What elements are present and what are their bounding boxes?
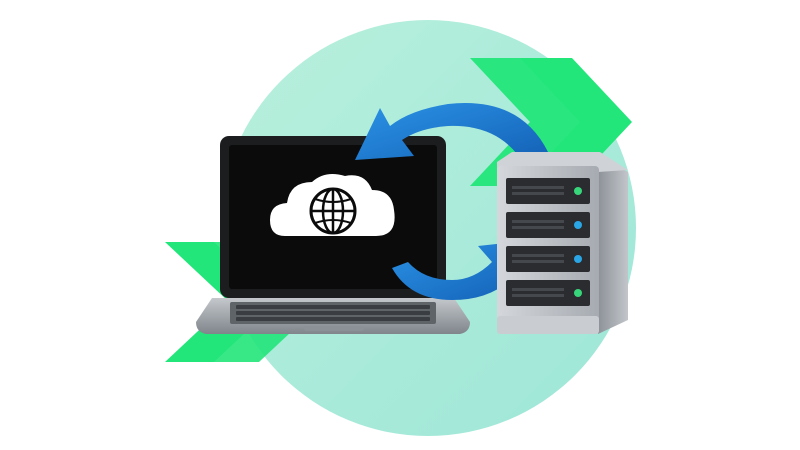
server-bay <box>506 178 590 204</box>
status-led <box>574 221 582 229</box>
server-bay <box>506 212 590 238</box>
status-led <box>574 255 582 263</box>
cloud-globe-icon <box>270 174 395 236</box>
server-bay <box>506 246 590 272</box>
laptop-icon <box>196 136 470 334</box>
status-led <box>574 187 582 195</box>
server-bay <box>506 280 590 306</box>
status-led <box>574 289 582 297</box>
server-rack-icon <box>497 152 628 334</box>
